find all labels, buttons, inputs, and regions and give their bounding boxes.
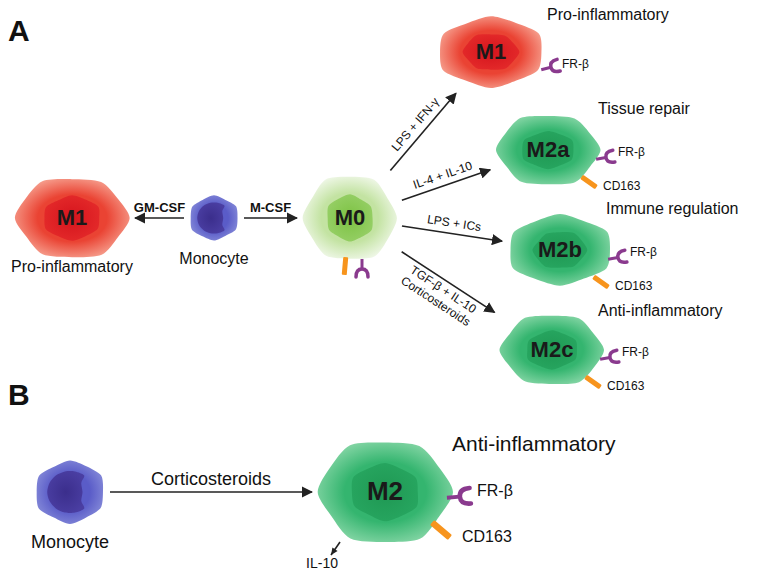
secretion-arrow: [331, 542, 340, 555]
cell-body: [496, 116, 601, 184]
cell-body: [15, 179, 130, 257]
cell-shape: [186, 192, 242, 244]
cell-nucleus: [352, 463, 418, 521]
stimulus-label: TGF-β + IL-10 Corticosteroids: [389, 257, 488, 335]
cell-node: M2cAnti-inflammatory: [497, 311, 607, 389]
cell-caption: Anti-inflammatory: [452, 432, 615, 456]
cell-node: M1Pro-inflammatory: [12, 174, 132, 262]
cell-node: M2aTissue repair: [493, 111, 603, 189]
cell-name: M2a: [527, 137, 570, 162]
cell-nucleus: [327, 194, 372, 241]
stimulus-label: LPS + IFN-γ: [389, 96, 442, 155]
cell-body: [191, 195, 238, 240]
marker-label: IL-10: [306, 555, 338, 571]
panel-letter: A: [8, 14, 30, 49]
arrow-connector: [110, 491, 312, 493]
arrow-connector: [135, 217, 184, 219]
marker-label: FR-β: [562, 58, 589, 72]
cell-nucleus: [527, 330, 577, 369]
cell-name: M1: [476, 39, 507, 64]
cell-shape: [32, 457, 108, 527]
cell-node: Monocyte: [32, 457, 108, 527]
marker-label: CD163: [607, 380, 644, 394]
cell-caption: Immune regulation: [606, 200, 739, 218]
marker-label: FR-β: [477, 482, 513, 500]
stimulus-label: GM-CSF: [134, 200, 185, 215]
marker-label: CD163: [615, 280, 652, 294]
cell-nucleus: [522, 131, 573, 169]
cell-name: M1: [57, 205, 88, 230]
cell-node: M2bImmune regulation: [505, 211, 615, 289]
marker-label: CD163: [603, 180, 640, 194]
fr-beta-receptor: [356, 259, 368, 277]
marker-label: FR-β: [618, 146, 645, 160]
cell-body: [37, 460, 103, 524]
secretion-arrowhead: [331, 547, 338, 555]
cd163-receptor: [580, 175, 598, 189]
cell-caption: Monocyte: [179, 250, 248, 268]
cd163-receptor: [342, 257, 349, 275]
cell-nucleus: [44, 195, 99, 241]
cell-caption: Pro-inflammatory: [547, 6, 669, 24]
cell-nucleus: [47, 471, 84, 513]
cell-node: M0: [300, 172, 400, 264]
cell-node: Monocyte: [186, 192, 242, 244]
cell-name: M2: [367, 477, 403, 507]
stimulus-label: Corticosteroids: [151, 468, 271, 489]
cell-name: M2b: [538, 237, 582, 262]
marker-label: CD163: [462, 528, 512, 546]
marker-label: FR-β: [622, 346, 649, 360]
fr-beta-receptor: [540, 59, 560, 75]
cell-body: [510, 214, 610, 286]
cell-caption: Anti-inflammatory: [598, 302, 722, 320]
cell-nucleus: [532, 232, 587, 268]
fr-beta-receptor: [607, 250, 627, 265]
cd163-receptor: [592, 275, 610, 289]
cell-node: M1Pro-inflammatory: [435, 13, 547, 91]
cell-nucleus: [463, 34, 520, 69]
cell-name: M0: [335, 205, 366, 230]
cell-caption: Tissue repair: [598, 100, 690, 118]
marker-label: FR-β: [630, 246, 657, 260]
cell-body: [499, 316, 604, 384]
stimulus-label: IL-4 + IL-10: [411, 159, 474, 192]
cell-node: M2Anti-inflammatory: [315, 437, 455, 547]
stimulus-label: M-CSF: [250, 200, 291, 215]
arrow-connector: [244, 217, 297, 219]
cell-caption: Pro-inflammatory: [11, 258, 133, 276]
cell-body: [318, 442, 453, 542]
fr-beta-receptor: [595, 150, 615, 165]
cell-body: [440, 16, 542, 88]
cell-nucleus: [197, 202, 224, 233]
cell-body: [303, 177, 397, 259]
cell-caption: Monocyte: [31, 532, 109, 553]
cell-name: M2c: [531, 337, 574, 362]
fr-beta-receptor: [599, 350, 619, 365]
panel-letter: B: [8, 378, 30, 413]
cd163-receptor: [430, 520, 452, 540]
fr-beta-receptor: [446, 488, 471, 506]
cd163-receptor: [584, 375, 602, 389]
